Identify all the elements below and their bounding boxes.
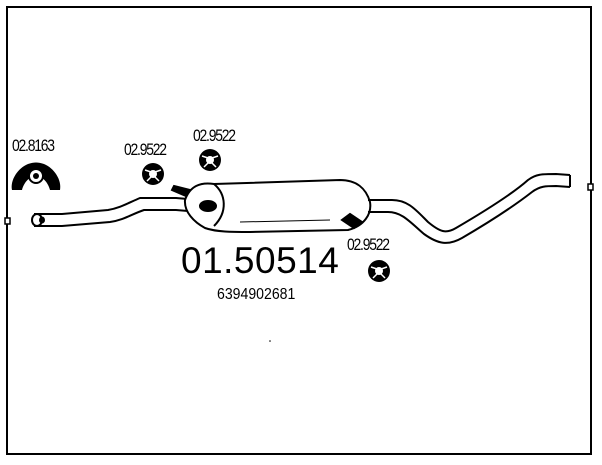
pipe-inlet-marker (4, 217, 11, 225)
mounting-ring-icon (368, 260, 390, 282)
ring-code-label: 02.9522 (193, 126, 236, 145)
tail-pipe (368, 172, 571, 244)
part-number-label: 01.50514 (181, 240, 340, 281)
ring-code-label: 02.9522 (124, 140, 167, 159)
ring-code-label: 02.9522 (347, 235, 390, 254)
pipe-outlet-marker (587, 183, 594, 191)
inlet-pipe (31, 197, 201, 227)
muffler-body (170, 178, 372, 234)
mounting-ring-icon (142, 163, 164, 185)
hanger-code-label: 02.8163 (12, 136, 55, 155)
stray-dot (269, 340, 271, 342)
oe-number-label: 6394902681 (217, 286, 296, 303)
mounting-ring-icon (199, 149, 221, 171)
rubber-hanger-icon (11, 162, 61, 190)
